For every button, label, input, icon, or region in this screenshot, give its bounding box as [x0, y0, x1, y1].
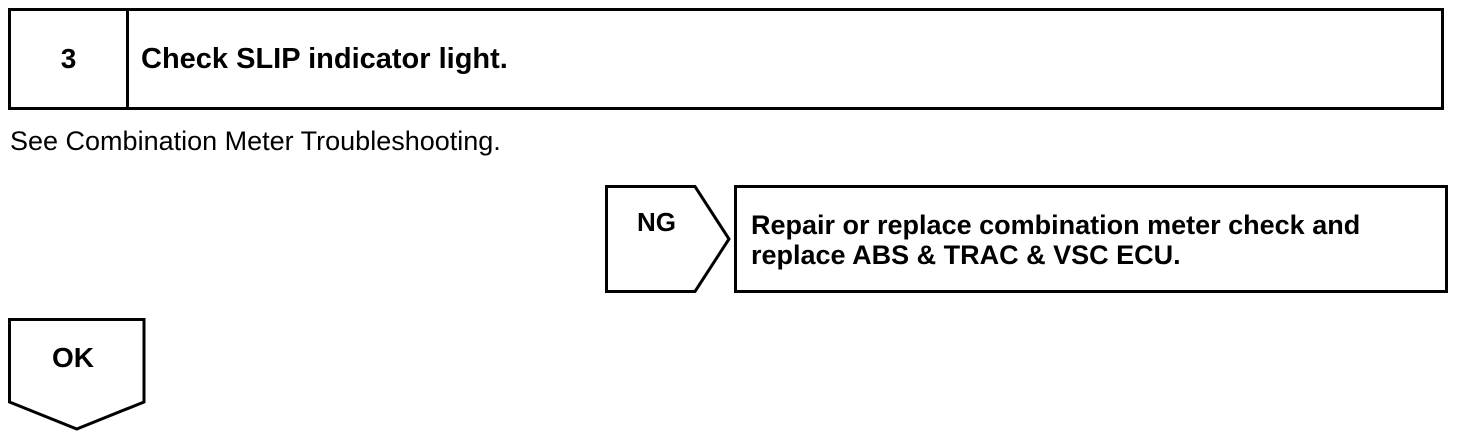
ng-action-box: Repair or replace combination meter chec…	[734, 185, 1448, 293]
step-header: 3 Check SLIP indicator light.	[8, 8, 1444, 110]
reference-note: See Combination Meter Troubleshooting.	[10, 126, 501, 156]
step-number: 3	[11, 11, 129, 107]
ng-label: NG	[637, 207, 676, 237]
down-arrow-tag-icon	[8, 318, 146, 431]
ng-action-line-2: replace ABS & TRAC & VSC ECU.	[751, 240, 1181, 270]
ng-action-line-1: Repair or replace combination meter chec…	[751, 210, 1361, 240]
step-title: Check SLIP indicator light.	[141, 42, 508, 75]
ok-arrow-tag: OK	[8, 318, 148, 432]
right-arrow-tag-icon	[605, 185, 731, 293]
ok-label: OK	[52, 342, 94, 373]
ng-arrow-tag: NG	[605, 185, 731, 293]
